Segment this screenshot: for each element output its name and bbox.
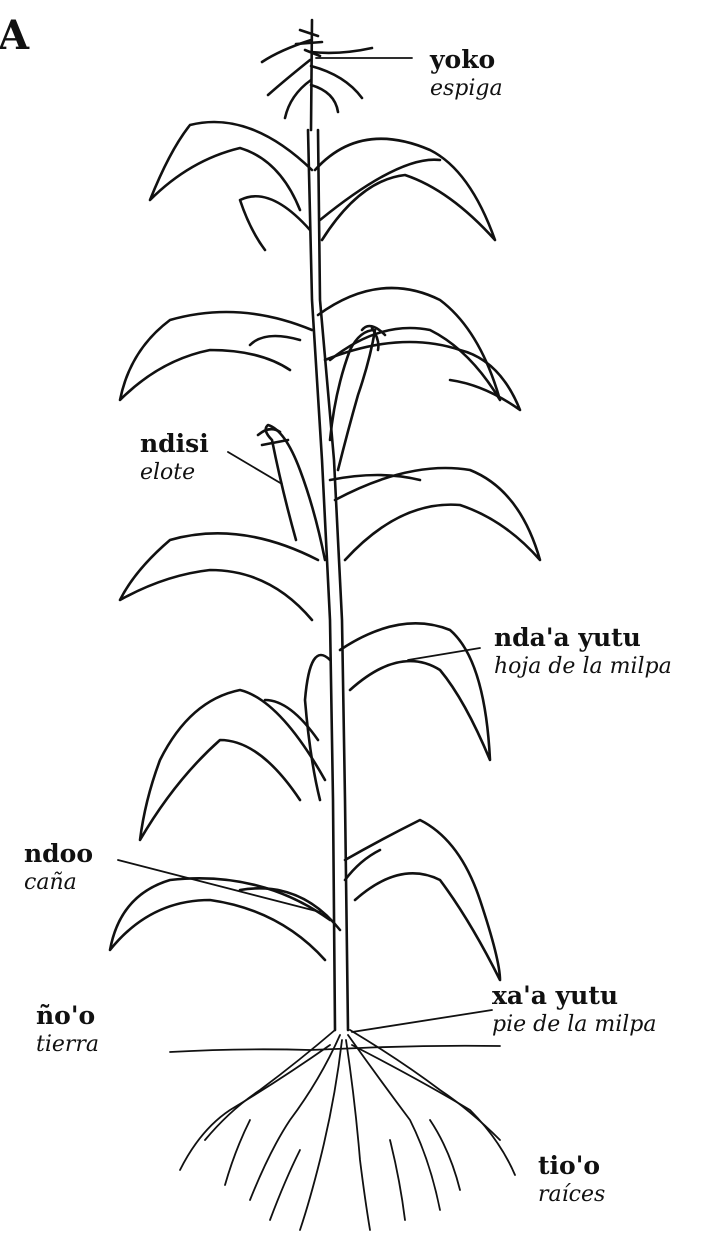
bottom-leaves xyxy=(110,878,340,960)
tassel-drawing xyxy=(262,20,372,130)
roots-drawing xyxy=(180,1030,515,1230)
label-ndaa-yutu-gloss: hoja de la milpa xyxy=(494,653,672,681)
upper-leaves xyxy=(150,122,495,250)
label-ndisi: ndisi elote xyxy=(140,428,209,487)
label-tioo-gloss: raíces xyxy=(538,1181,605,1209)
label-ndoo-name: ndoo xyxy=(24,838,93,869)
label-ndaa-yutu-name: nda'a yutu xyxy=(494,622,672,653)
label-xaa-yutu-gloss: pie de la milpa xyxy=(492,1011,657,1039)
upper-ear xyxy=(330,326,385,470)
label-yoko-gloss: espiga xyxy=(430,75,503,103)
label-ndisi-name: ndisi xyxy=(140,428,209,459)
label-xaa-yutu: xa'a yutu pie de la milpa xyxy=(492,980,657,1039)
label-xaa-yutu-name: xa'a yutu xyxy=(492,980,657,1011)
label-ndoo: ndoo caña xyxy=(24,838,93,897)
label-noo-gloss: tierra xyxy=(36,1031,99,1059)
label-tioo-name: tio'o xyxy=(538,1150,605,1181)
label-yoko: yoko espiga xyxy=(430,44,503,103)
leader-lines xyxy=(118,58,492,1032)
lower-right-leaves xyxy=(345,820,500,980)
label-ndoo-gloss: caña xyxy=(24,869,93,897)
stalk-drawing xyxy=(308,130,348,1030)
label-yoko-name: yoko xyxy=(430,44,503,75)
label-ndaa-yutu: nda'a yutu hoja de la milpa xyxy=(494,622,672,681)
label-ndisi-gloss: elote xyxy=(140,459,209,487)
label-noo-name: ño'o xyxy=(36,1000,99,1031)
label-tioo: tio'o raíces xyxy=(538,1150,605,1209)
lower-left-leaves xyxy=(140,690,325,840)
label-noo: ño'o tierra xyxy=(36,1000,99,1059)
